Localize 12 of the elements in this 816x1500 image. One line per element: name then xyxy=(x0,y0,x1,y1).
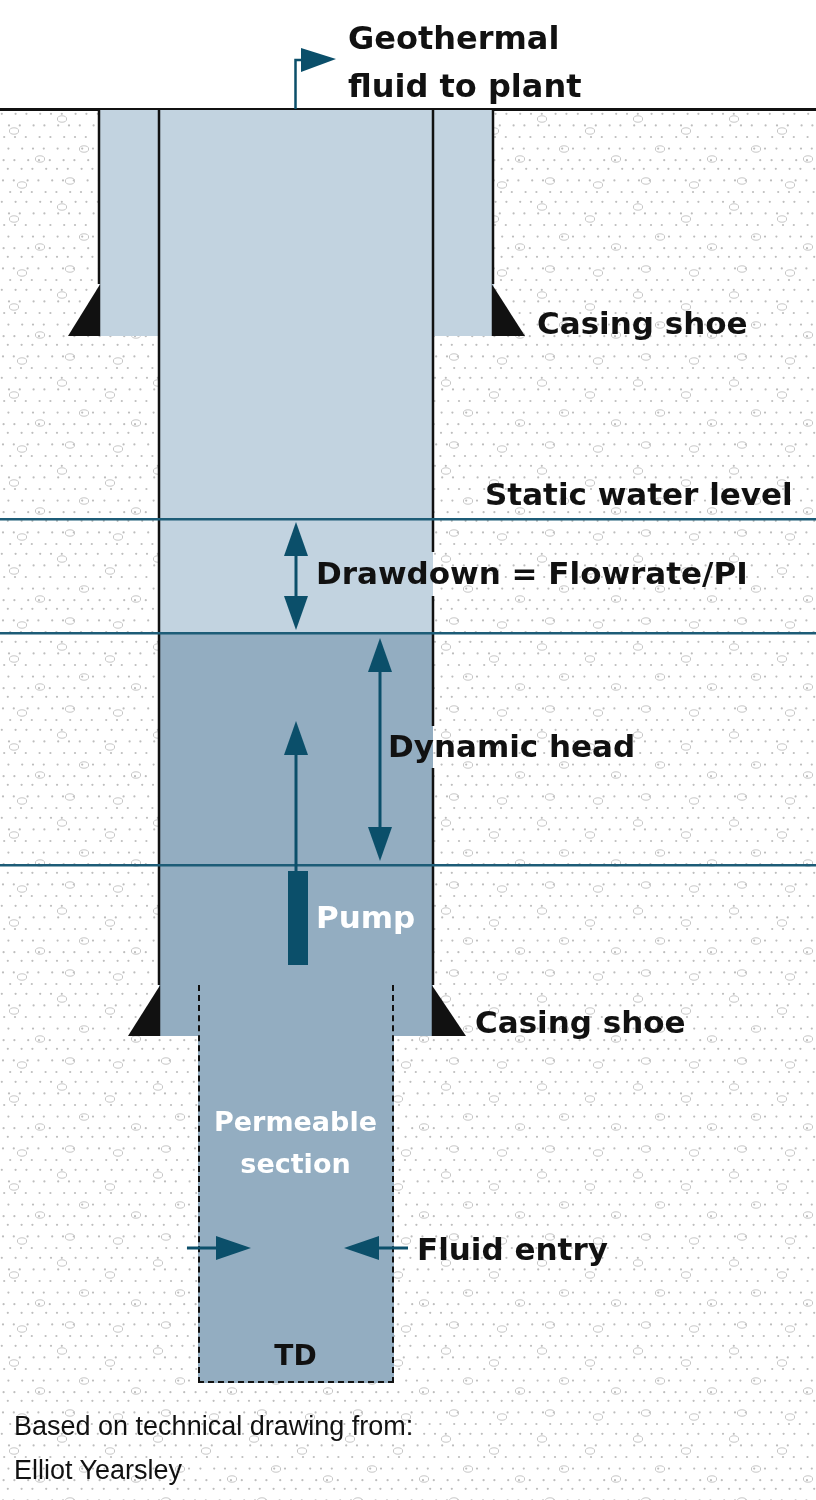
part-label: Casing shoe xyxy=(537,304,748,342)
depth-label: TD xyxy=(273,1339,318,1373)
section-label: Permeable section xyxy=(213,1105,378,1181)
credit-caption: Based on technical drawing from: Elliot Yearsley xyxy=(14,1410,415,1487)
part-label: Pump xyxy=(316,898,416,936)
open-hole-section xyxy=(198,985,394,1383)
level-label: Static water level xyxy=(485,475,793,513)
outflow-label: Geothermal fluid to plant xyxy=(348,18,583,107)
dimension-label: Drawdown = Flowrate/PI xyxy=(316,554,748,592)
flow-label: Fluid entry xyxy=(417,1230,608,1268)
part-label: Casing shoe xyxy=(475,1003,686,1041)
dimension-label: Dynamic head xyxy=(388,727,636,765)
